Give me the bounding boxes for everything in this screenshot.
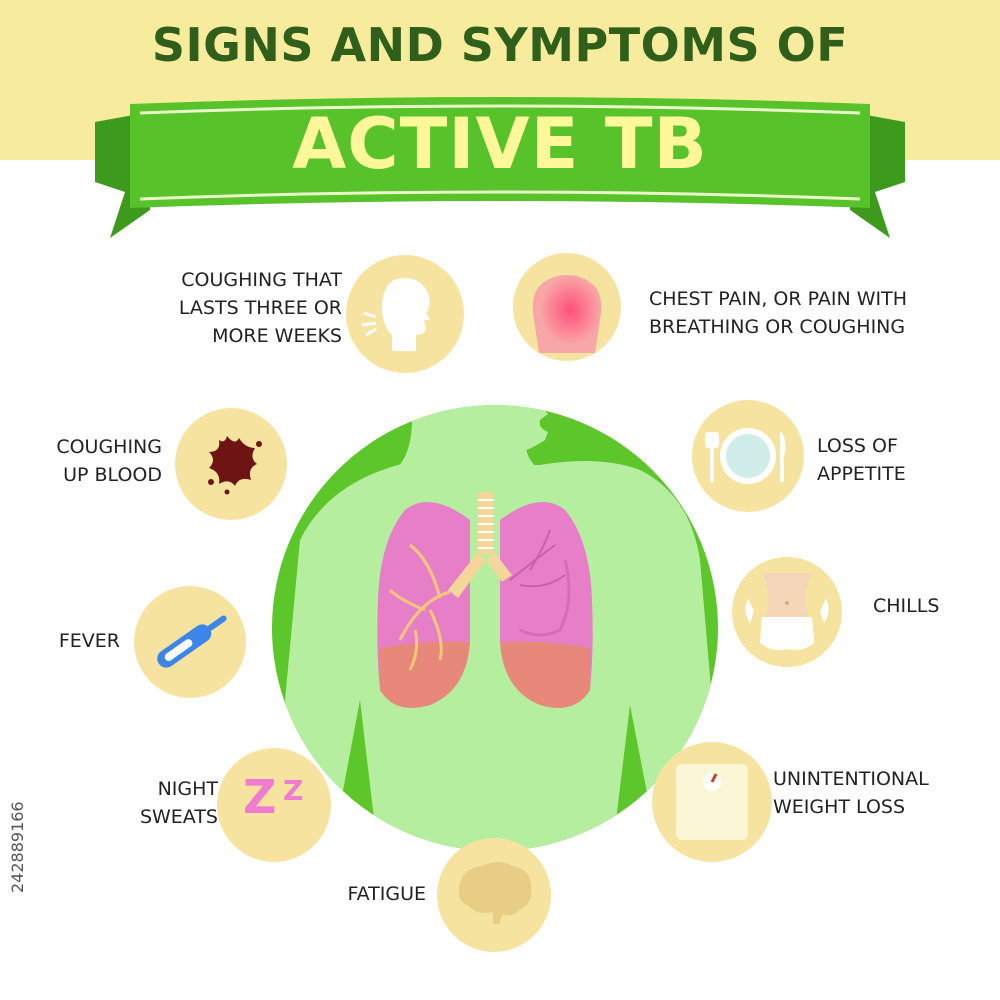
brain-icon (437, 838, 551, 952)
thermometer-icon (134, 586, 246, 698)
title-ribbon (95, 97, 905, 238)
stock-id: 242889166 (8, 801, 27, 893)
page-title-line2: ACTIVE TB (292, 103, 708, 185)
label-chills: CHILLS (873, 595, 940, 617)
blood-icon (175, 408, 287, 520)
label-coughing-weeks: COUGHING THAT LASTS THREE OR MORE WEEKS (178, 269, 342, 347)
label-coughing-blood: COUGHING UP BLOOD (56, 436, 162, 486)
label-fever: FEVER (58, 630, 120, 652)
label-loss-appetite: LOSS OF APPETITE (817, 435, 906, 485)
sleep-z-small: Z (283, 774, 304, 807)
plate-icon (692, 400, 804, 512)
sleep-z-big: Z (243, 770, 277, 824)
sleep-icon (217, 748, 331, 862)
label-fatigue: FATIGUE (347, 883, 426, 905)
label-weight-loss: UNINTENTIONAL WEIGHT LOSS (773, 768, 929, 818)
label-chest-pain: CHEST PAIN, OR PAIN WITH BREATHING OR CO… (649, 288, 907, 338)
label-night-sweats: NIGHT SWEATS (139, 778, 218, 828)
scale-icon (652, 742, 772, 862)
page-title-line1: SIGNS AND SYMPTOMS OF (151, 18, 849, 72)
chest-pain-icon (513, 253, 621, 361)
waist-icon (732, 557, 842, 667)
coughing-icon (346, 255, 464, 373)
